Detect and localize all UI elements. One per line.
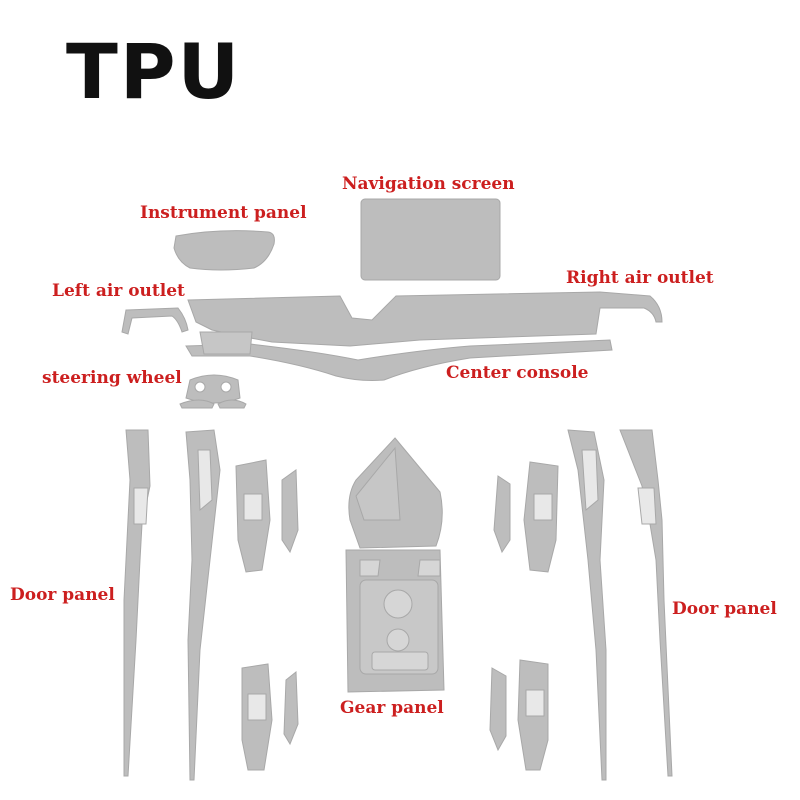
label-left-air-outlet: Left air outlet (52, 281, 185, 301)
page-title: TPU (66, 27, 242, 116)
steering-wheel-part (185, 374, 241, 404)
label-instrument-panel: Instrument panel (140, 203, 307, 223)
label-door-panel-right: Door panel (672, 599, 777, 619)
dashboard-strip-part (187, 291, 663, 347)
door-panel-right-1 (567, 429, 607, 781)
label-gear-panel: Gear panel (340, 698, 444, 718)
door-panel-left-2 (185, 429, 221, 781)
label-door-panel-left: Door panel (10, 585, 115, 605)
label-steering-wheel: steering wheel (42, 368, 182, 388)
dash-trim-part (199, 331, 253, 355)
left-air-outlet-part (121, 307, 189, 335)
center-console-part (185, 339, 613, 381)
navigation-screen-part (360, 198, 501, 281)
door-panel-left-1 (123, 429, 151, 777)
label-navigation-screen: Navigation screen (342, 174, 515, 194)
instrument-panel-part (173, 230, 275, 271)
label-right-air-outlet: Right air outlet (566, 268, 714, 288)
door-panel-right-2 (619, 429, 673, 777)
label-center-console: Center console (446, 363, 589, 383)
